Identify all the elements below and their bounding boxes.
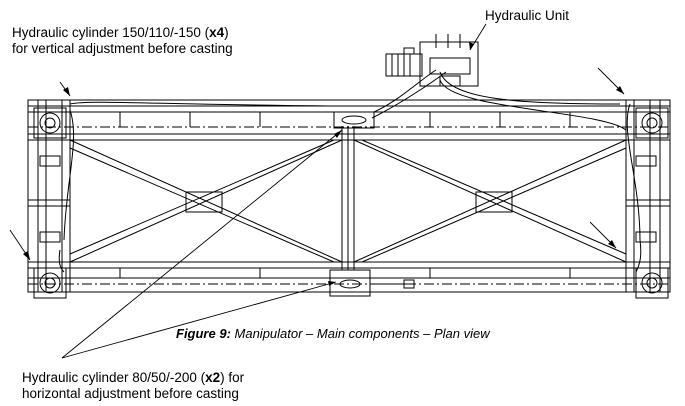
- leader-horizontal-bottom: [61, 281, 337, 359]
- hydraulic-unit-body: [419, 41, 479, 87]
- frame-outer: [27, 99, 671, 293]
- label-horizontal-cylinder: Hydraulic cylinder 80/50/-200 (x2) for h…: [22, 370, 245, 401]
- figure-caption: Figure 9: Manipulator – Main components …: [176, 326, 490, 341]
- label-hydraulic-unit: Hydraulic Unit: [485, 8, 570, 23]
- label-vertical-cylinder: Hydraulic cylinder 150/110/-150 (x4) for…: [12, 25, 233, 56]
- leader-horizontal-top: [61, 129, 343, 359]
